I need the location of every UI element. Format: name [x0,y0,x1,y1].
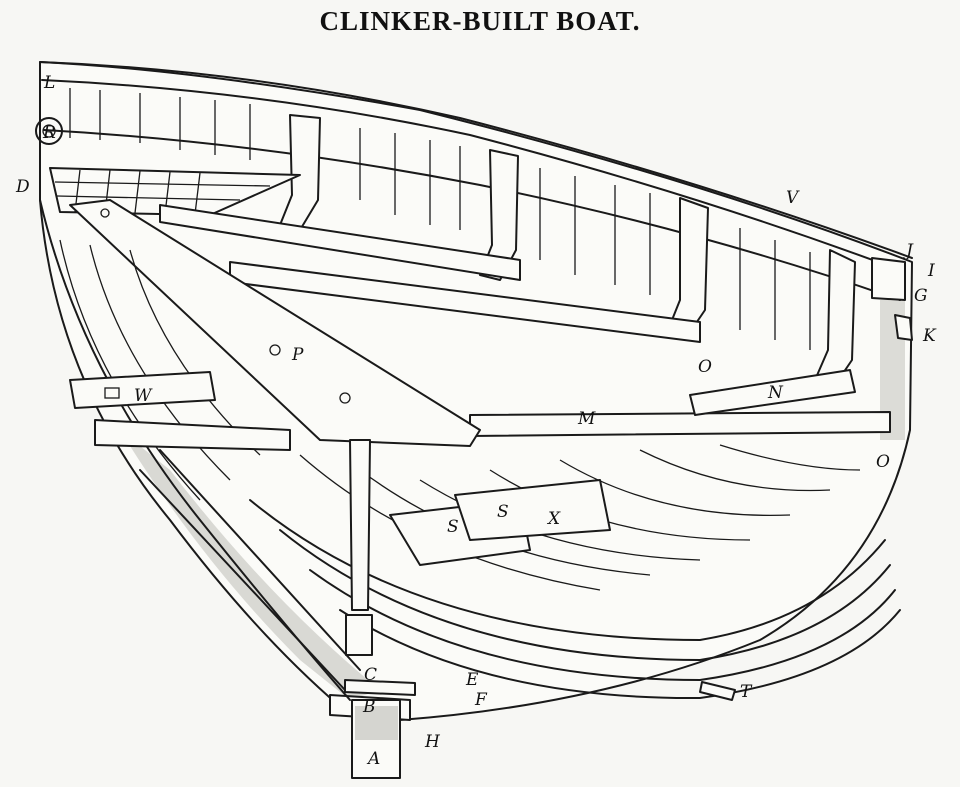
label-P: P [291,345,304,365]
label-W: W [134,386,153,406]
label-E: E [465,670,479,690]
mast-thwart-plank [69,199,481,447]
label-R: R [42,123,56,143]
thwarts [159,204,891,437]
label-N: N [767,383,784,403]
label-O-lower: O [876,452,890,472]
label-S-left: S [447,517,459,537]
thole-pin [699,681,736,701]
bow-stem [871,257,906,301]
hull-shading [120,430,380,700]
ring-bolt-icon [35,117,63,145]
diagram-labels: A B C D E F G H I J K L M N O O P R S S … [15,73,937,769]
label-D: D [15,177,30,197]
transom-rail [344,679,416,696]
label-G: G [914,286,928,306]
clinker-strakes [249,499,901,700]
label-J: J [903,241,914,261]
label-C: C [364,665,377,685]
label-H: H [424,732,441,752]
label-K: K [922,326,937,346]
mast-post [345,439,373,656]
label-M: M [577,409,596,429]
label-O-upper: O [698,357,712,377]
label-A: A [366,749,380,769]
label-B: B [362,697,376,717]
gunwale [39,61,913,259]
page-title: CLINKER-BUILT BOAT. [319,6,641,36]
label-L: L [43,73,55,93]
label-I: I [927,261,935,281]
tiller-assembly [69,371,291,451]
side-panels [69,88,811,350]
label-T: T [740,682,753,702]
label-V: V [786,188,800,208]
label-X: X [546,509,561,529]
bottom-boards [389,479,611,566]
label-S-right: S [497,502,509,522]
label-F: F [474,690,488,710]
